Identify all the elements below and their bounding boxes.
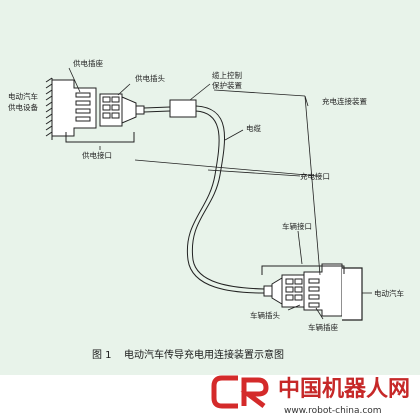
incable-control-box xyxy=(169,99,197,118)
vehicle-interface-bracket xyxy=(261,265,345,275)
vehicle-plug xyxy=(263,274,307,308)
label-ev-supply-1: 电动汽车 xyxy=(8,91,38,101)
label-incable-2: 保护装置 xyxy=(212,80,242,90)
label-incable-1: 缆上控制 xyxy=(212,70,242,80)
leader-lines xyxy=(68,67,372,320)
robot-china-logo-icon xyxy=(211,375,269,409)
label-supply-plug: 供电插头 xyxy=(135,73,165,83)
cable-main xyxy=(186,105,265,294)
figure-number: 图 1 xyxy=(92,349,112,361)
electric-vehicle-body xyxy=(342,267,363,321)
supply-socket xyxy=(51,79,97,137)
watermark-url: www.robot-china.com xyxy=(284,406,382,416)
vehicle-socket xyxy=(303,263,343,317)
label-ev: 电动汽车 xyxy=(374,288,404,298)
label-charging-connector: 充电连接装置 xyxy=(322,96,367,106)
label-supply-socket: 供电插座 xyxy=(73,58,103,68)
watermark-logo-text: 中国机器人网 xyxy=(278,377,410,402)
cable-upper xyxy=(143,106,171,113)
label-cable: 电缆 xyxy=(246,123,261,133)
supply-equipment-wall xyxy=(45,77,53,140)
label-ev-supply-2: 供电设备 xyxy=(8,102,38,112)
label-vehicle-socket: 车辆插座 xyxy=(308,322,338,332)
label-charging-interface: 充电接口 xyxy=(300,171,330,181)
figure-caption: 电动汽车传导充电用连接装置示意图 xyxy=(124,348,284,361)
label-vehicle-interface: 车辆接口 xyxy=(282,221,312,231)
supply-interface-bracket xyxy=(65,132,135,143)
label-supply-interface: 供电接口 xyxy=(82,150,112,160)
supply-plug xyxy=(99,93,145,127)
label-vehicle-plug: 车辆插头 xyxy=(250,310,280,320)
